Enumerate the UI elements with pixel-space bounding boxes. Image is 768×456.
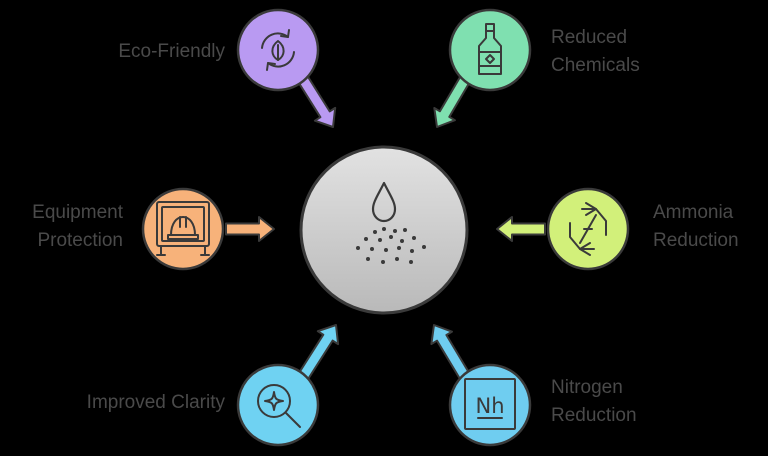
recycle-leaf-icon [261,29,295,71]
node-eco [236,8,320,92]
nitrogen-element-icon: Nh [464,378,516,430]
node-nitrogen: Nh [448,363,532,447]
nitrogen-symbol: Nh [475,394,504,418]
arrows-group [225,72,546,384]
node-chemicals [448,8,532,92]
water-particles [356,227,426,264]
arrow-nitrogen [430,324,473,384]
label-eco-friendly: Eco-Friendly [118,41,225,62]
chemical-bottle-icon [478,23,502,75]
arrow-chemicals [433,72,473,128]
label-ammonia-reduction: Ammonia Reduction [653,202,739,251]
arrow-ammonia [496,216,546,242]
label-equipment-protection: Equipment Protection [32,202,123,251]
equipment-helmet-icon [156,201,210,256]
label-improved-clarity: Improved Clarity [86,392,225,413]
node-equipment [141,187,225,271]
arrow-eco [295,72,337,128]
magnifier-sparkle-icon [257,384,301,428]
ammonia-cycle-icon [569,202,607,256]
water-drop-icon [371,181,397,223]
node-ammonia [546,187,630,271]
label-reduced-chemicals: Reduced Chemicals [551,27,640,76]
node-clarity [236,363,320,447]
arrow-clarity [295,324,340,384]
arrow-equipment [225,216,275,242]
label-nitrogen-reduction: Nitrogen Reduction [551,377,637,426]
center-node [299,145,469,315]
